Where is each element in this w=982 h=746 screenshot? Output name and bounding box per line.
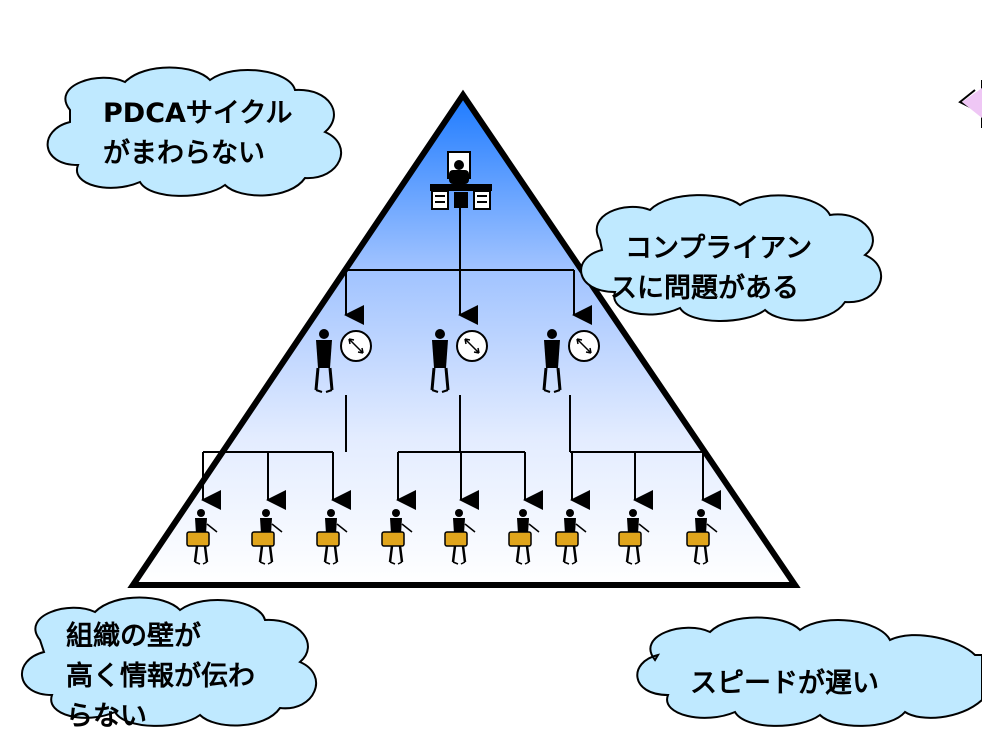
cloud-pdca-line2: がまわらない xyxy=(103,137,265,169)
worker-carrying-box-icon xyxy=(316,509,348,565)
cloud-wall-line1: 組織の壁が xyxy=(66,620,201,652)
worker-carrying-box-icon xyxy=(251,509,283,565)
cloud-speed-line1: スピードが遅い xyxy=(690,667,879,699)
worker-carrying-box-icon xyxy=(686,509,718,565)
executive-at-desk-icon xyxy=(430,151,492,210)
manager-with-clock-icon xyxy=(430,329,488,393)
cloud-compliance-line2: スに問題がある xyxy=(610,272,799,304)
cloud-speed: スピードが遅い xyxy=(636,616,982,727)
cloud-compliance: コンプライアン スに問題がある xyxy=(580,194,883,322)
manager-with-clock-icon xyxy=(314,329,372,393)
cloud-pdca-line1: PDCAサイクル xyxy=(103,98,293,129)
manager-with-clock-icon xyxy=(542,329,600,393)
cloud-compliance-line1: コンプライアン xyxy=(625,233,812,264)
cloud-pdca: PDCAサイクル がまわらない xyxy=(46,66,343,197)
connector-lines xyxy=(201,200,721,510)
worker-carrying-box-icon xyxy=(381,509,413,565)
worker-carrying-box-icon xyxy=(618,509,650,565)
cloud-wall-line2: 高く情報が伝わ xyxy=(66,660,255,692)
cloud-wall-line3: らない xyxy=(66,701,147,732)
worker-carrying-box-icon xyxy=(508,509,540,565)
cloud-wall: 組織の壁が 高く情報が伝わ らない xyxy=(20,596,318,732)
worker-carrying-box-icon xyxy=(444,509,476,565)
worker-carrying-box-icon xyxy=(555,509,587,565)
worker-carrying-box-icon xyxy=(186,509,218,565)
